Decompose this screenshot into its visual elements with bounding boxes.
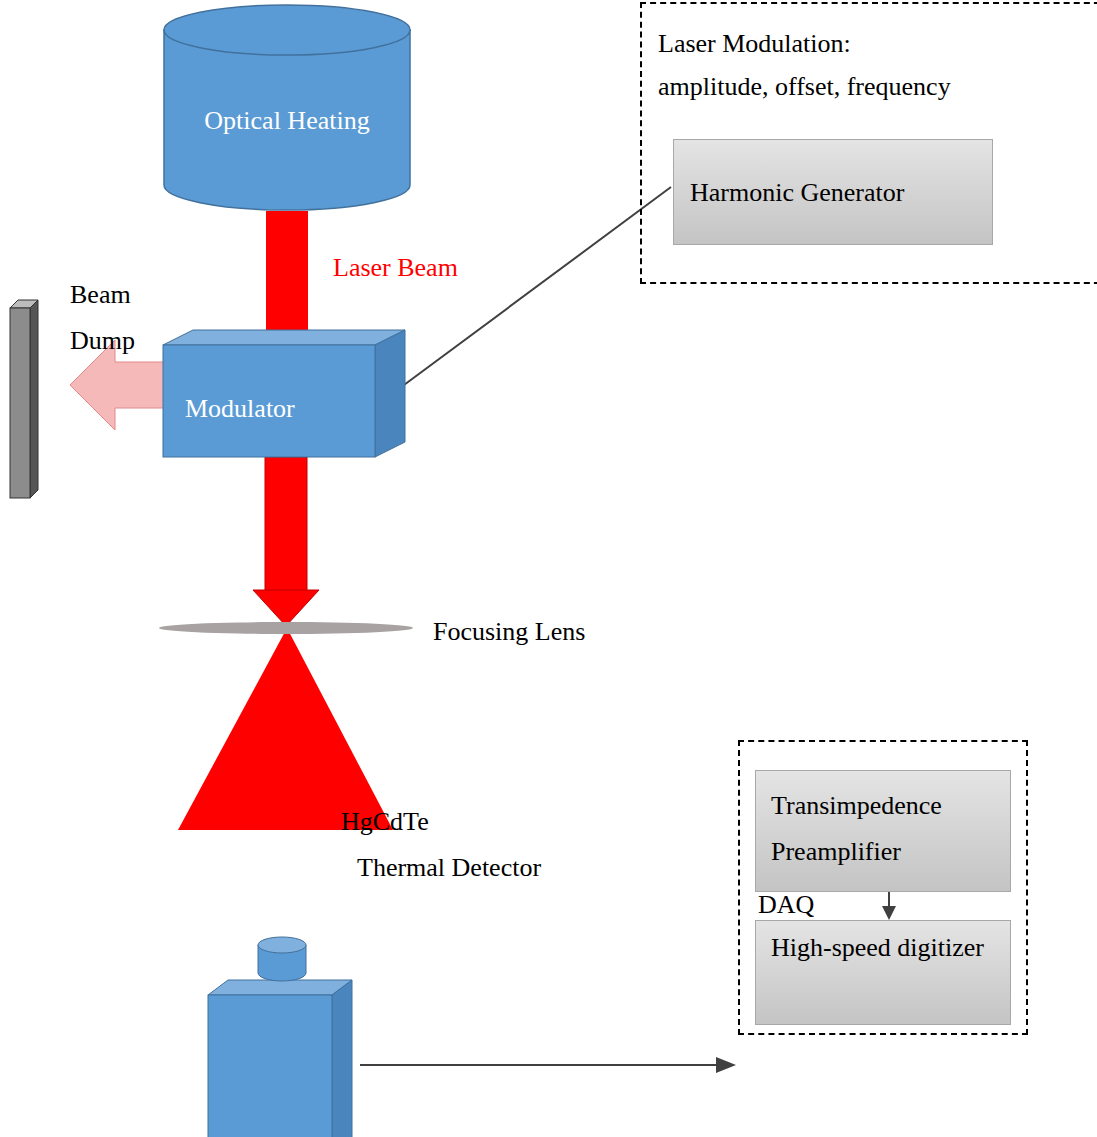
shape-part	[10, 308, 30, 498]
node-label: DAQ	[758, 882, 814, 928]
shape-part	[265, 457, 307, 591]
beam-dump: Beam Dump	[10, 300, 38, 498]
arrow-head	[882, 906, 896, 920]
signal-arrow	[360, 1057, 736, 1073]
laser-beam	[266, 211, 308, 342]
node-label: Optical Heating	[162, 98, 412, 144]
shape-part	[360, 1064, 716, 1066]
node-label: Thermal Detector	[357, 845, 541, 891]
node-label: Focusing Lens	[433, 609, 585, 655]
modulator-box: Modulator	[163, 330, 405, 457]
node-label: Modulator	[185, 386, 295, 432]
control-arrow	[377, 187, 671, 405]
shape-part	[375, 330, 405, 457]
heater-cylinder: Optical Heating	[162, 0, 412, 215]
detector-outline	[205, 935, 352, 1137]
node-label: Transimpedence Preamplifier	[771, 783, 997, 875]
arrow-head	[716, 1057, 736, 1073]
focusing-lens: Focusing Lens	[158, 621, 414, 635]
focused-beam	[178, 628, 393, 830]
node-label: HgCdTe	[341, 799, 429, 845]
daq-group: DAQ Transimpedence PreamplifierHigh-speed…	[738, 740, 1028, 1035]
signal-arrow	[882, 892, 896, 920]
box3d-outline	[163, 330, 405, 457]
shape-part	[163, 330, 405, 345]
lens-outline	[158, 621, 414, 635]
shape-part	[266, 211, 308, 342]
edge-label: Laser Beam	[333, 245, 458, 291]
digitizer-box: High-speed digitizer	[755, 920, 1011, 1025]
generator-box: Harmonic Generator	[673, 139, 993, 245]
thermal-detector: HgCdTeThermal Detector	[205, 935, 352, 1137]
arrow-head	[253, 590, 319, 626]
shape-part	[208, 995, 332, 1137]
shape-part	[30, 300, 38, 498]
preamp-box: Transimpedence Preamplifier	[755, 770, 1011, 892]
node-label: amplitude, offset, frequency	[658, 64, 951, 110]
shape-part	[164, 5, 410, 55]
shape-part	[888, 892, 890, 906]
control-group: Laser Modulation:amplitude, offset, freq…	[640, 2, 1097, 284]
laser-beam-arrow	[253, 457, 319, 626]
shape-part	[208, 980, 352, 995]
shape-part	[332, 980, 352, 1137]
shape-part	[163, 345, 375, 457]
node-label: High-speed digitizer	[771, 925, 997, 971]
bar-outline	[10, 300, 38, 498]
node-label: Beam Dump	[70, 272, 145, 364]
node-label: Harmonic Generator	[690, 170, 904, 216]
shape-part	[159, 622, 413, 634]
node-label: Laser Modulation:	[658, 21, 851, 67]
shape-part	[258, 937, 306, 953]
